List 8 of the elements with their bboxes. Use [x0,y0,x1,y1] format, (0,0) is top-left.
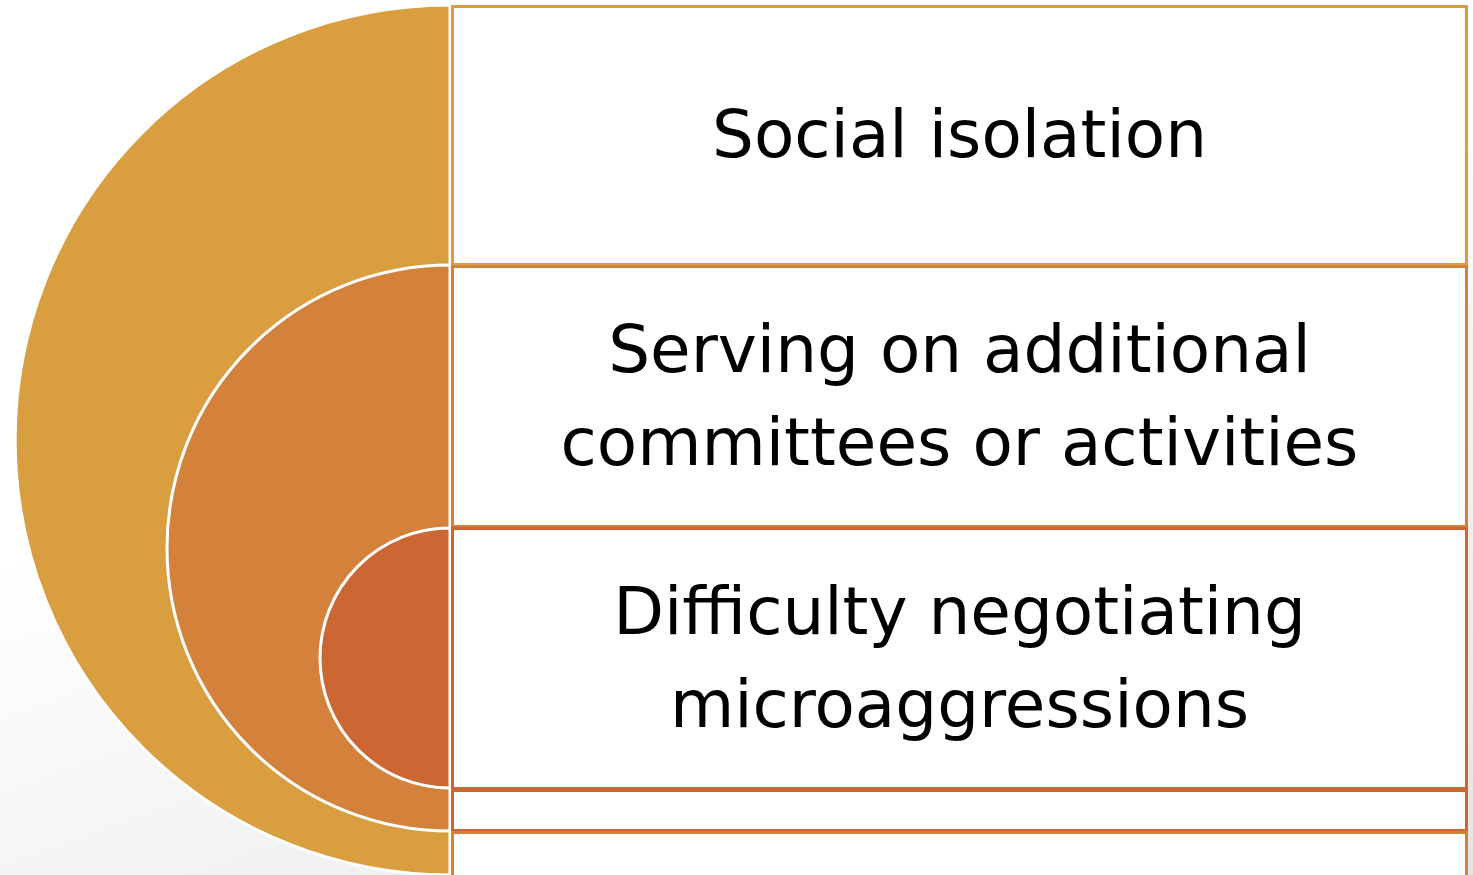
box-text: Difficulty negotiating microaggressions [612,572,1307,745]
box-text: Social isolation [711,95,1208,176]
text-box [451,5,1468,266]
text-box [451,265,1468,528]
empty-row-box [451,789,1468,832]
empty-row-box [451,831,1468,875]
box-text: Serving on additional committees or activities [559,310,1360,483]
text-box [451,527,1468,790]
